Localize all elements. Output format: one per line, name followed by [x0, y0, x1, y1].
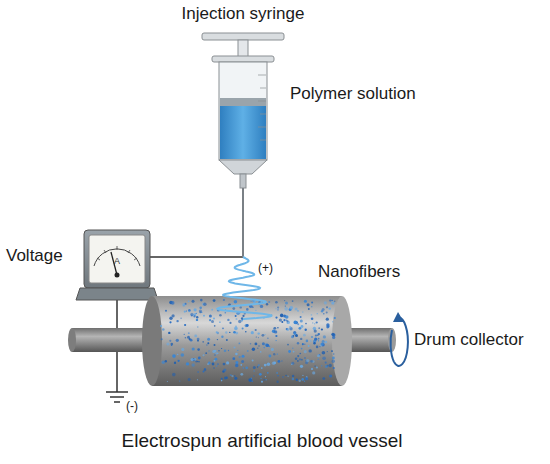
solution-label: Polymer solution [290, 84, 416, 104]
drum-collector [68, 296, 396, 386]
voltmeter [76, 230, 158, 300]
polarity-label: (+) [258, 262, 273, 276]
voltage-label: Voltage [6, 246, 63, 266]
polarity-label: (-) [126, 400, 138, 414]
nanofiber-label: Nanofibers [318, 262, 400, 282]
caption: Electrospun artificial blood vessel [122, 430, 403, 452]
meter-unit: A [114, 256, 120, 266]
syringe [202, 33, 284, 257]
syringe-label: Injection syringe [182, 4, 305, 24]
collector-label: Drum collector [414, 330, 524, 350]
ground-symbol [106, 392, 128, 402]
rotation-arrow [391, 312, 408, 366]
